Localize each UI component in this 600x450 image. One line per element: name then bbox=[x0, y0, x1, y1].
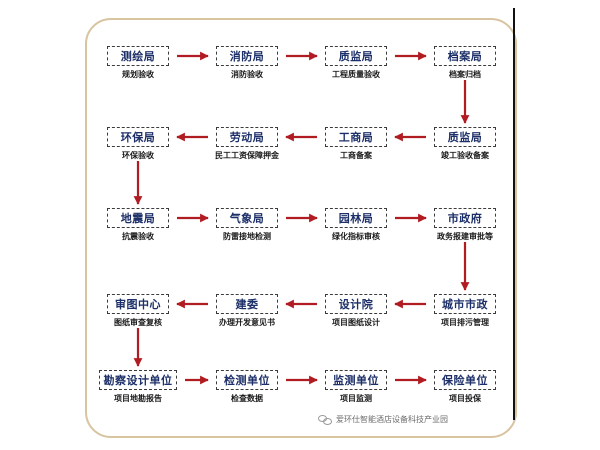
node-label: 园林局 bbox=[338, 212, 374, 225]
wechat-icon bbox=[318, 414, 332, 425]
node-caption: 项目图纸设计 bbox=[332, 318, 380, 327]
node-caption: 防雷接地检测 bbox=[223, 232, 271, 241]
node-label: 消防局 bbox=[229, 50, 265, 63]
node-label: 档案局 bbox=[447, 50, 483, 63]
node-caption: 民工工资保障押金 bbox=[215, 151, 279, 160]
node-caption: 绿化指标审核 bbox=[332, 232, 380, 241]
node-box: 档案局 bbox=[434, 46, 496, 66]
node-label: 城市市政 bbox=[442, 298, 488, 311]
node-label: 劳动局 bbox=[229, 131, 265, 144]
node-label: 检测单位 bbox=[224, 374, 270, 387]
node-box: 质监局 bbox=[434, 127, 496, 147]
node-caption: 竣工验收备案 bbox=[441, 151, 489, 160]
node-label: 质监局 bbox=[338, 50, 374, 63]
node-label: 保险单位 bbox=[442, 374, 488, 387]
node-caption: 项目监测 bbox=[340, 394, 372, 403]
node-caption: 项目地勘报告 bbox=[114, 394, 162, 403]
node-caption: 办理开发意见书 bbox=[219, 318, 275, 327]
node-caption: 规划验收 bbox=[122, 70, 154, 79]
node-box: 工商局 bbox=[325, 127, 387, 147]
node-box: 勘察设计单位 bbox=[99, 370, 177, 390]
divider-line bbox=[513, 8, 515, 420]
node-box: 检测单位 bbox=[216, 370, 278, 390]
node-label: 测绘局 bbox=[120, 50, 156, 63]
node-box: 消防局 bbox=[216, 46, 278, 66]
node-label: 工商局 bbox=[338, 131, 374, 144]
node-box: 建委 bbox=[216, 294, 278, 314]
node-label: 建委 bbox=[235, 298, 259, 311]
node-box: 园林局 bbox=[325, 208, 387, 228]
node-caption: 消防验收 bbox=[231, 70, 263, 79]
node-box: 审图中心 bbox=[107, 294, 169, 314]
node-caption: 工程质量验收 bbox=[332, 70, 380, 79]
node-label: 勘察设计单位 bbox=[103, 374, 173, 387]
node-box: 测绘局 bbox=[107, 46, 169, 66]
node-label: 设计院 bbox=[338, 298, 374, 311]
node-box: 劳动局 bbox=[216, 127, 278, 147]
node-caption: 抗震验收 bbox=[122, 232, 154, 241]
node-caption: 档案归档 bbox=[449, 70, 481, 79]
node-box: 气象局 bbox=[216, 208, 278, 228]
node-box: 地震局 bbox=[107, 208, 169, 228]
node-box: 保险单位 bbox=[434, 370, 496, 390]
watermark-text: 爱环仕智能酒店设备科技产业园 bbox=[336, 415, 448, 424]
node-box: 城市市政 bbox=[434, 294, 496, 314]
node-caption: 项目投保 bbox=[449, 394, 481, 403]
node-label: 市政府 bbox=[447, 212, 483, 225]
node-box: 监测单位 bbox=[325, 370, 387, 390]
node-caption: 工商备案 bbox=[340, 151, 372, 160]
node-caption: 环保验收 bbox=[122, 151, 154, 160]
diagram-frame bbox=[85, 18, 517, 438]
node-label: 气象局 bbox=[229, 212, 265, 225]
node-label: 监测单位 bbox=[333, 374, 379, 387]
node-label: 地震局 bbox=[120, 212, 156, 225]
node-caption: 检查数据 bbox=[231, 394, 263, 403]
node-box: 质监局 bbox=[325, 46, 387, 66]
node-caption: 项目排污管理 bbox=[441, 318, 489, 327]
node-box: 设计院 bbox=[325, 294, 387, 314]
watermark: 爱环仕智能酒店设备科技产业园 bbox=[318, 414, 448, 425]
node-label: 质监局 bbox=[447, 131, 483, 144]
node-label: 环保局 bbox=[120, 131, 156, 144]
node-label: 审图中心 bbox=[115, 298, 161, 311]
node-caption: 图纸审查复核 bbox=[114, 318, 162, 327]
node-caption: 政务报建审批等 bbox=[437, 232, 493, 241]
node-box: 市政府 bbox=[434, 208, 496, 228]
node-box: 环保局 bbox=[107, 127, 169, 147]
